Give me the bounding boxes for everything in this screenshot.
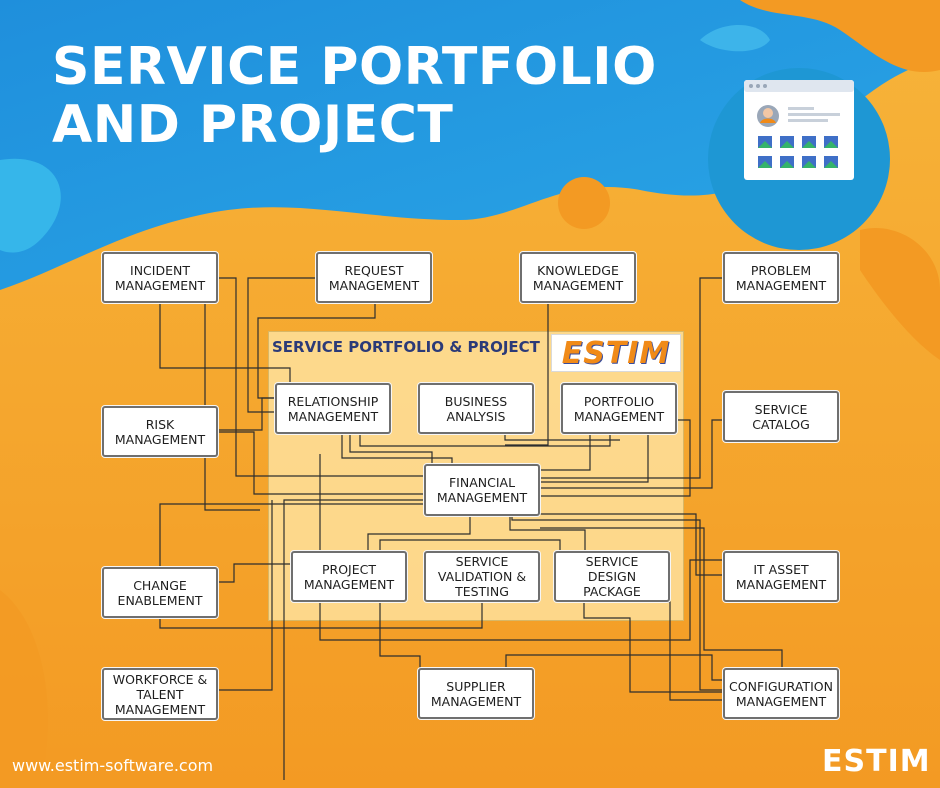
node-service-validation-testing[interactable]: SERVICE VALIDATION & TESTING bbox=[424, 551, 540, 602]
node-service-catalog[interactable]: SERVICE CATALOG bbox=[723, 391, 839, 442]
panel-title: SERVICE PORTFOLIO & PROJECT bbox=[272, 338, 540, 356]
node-it-asset-management[interactable]: IT ASSET MANAGEMENT bbox=[723, 551, 839, 602]
node-risk-management[interactable]: RISK MANAGEMENT bbox=[102, 406, 218, 457]
node-request-management[interactable]: REQUEST MANAGEMENT bbox=[316, 252, 432, 303]
footer-url[interactable]: www.estim-software.com bbox=[12, 756, 214, 775]
title-line-2: AND PROJECT bbox=[52, 95, 454, 155]
panel-logo-text: ESTIM bbox=[561, 335, 671, 371]
web-profile-gallery-icon bbox=[744, 80, 854, 180]
page-title: SERVICE PORTFOLIO AND PROJECT bbox=[52, 38, 657, 154]
node-supplier-management[interactable]: SUPPLIER MANAGEMENT bbox=[418, 668, 534, 719]
node-configuration-management[interactable]: CONFIGURATION MANAGEMENT bbox=[723, 668, 839, 719]
node-incident-management[interactable]: INCIDENT MANAGEMENT bbox=[102, 252, 218, 303]
title-line-1: SERVICE PORTFOLIO bbox=[52, 37, 657, 97]
node-portfolio-management[interactable]: PORTFOLIO MANAGEMENT bbox=[561, 383, 677, 434]
footer-logo: ESTIM bbox=[822, 744, 931, 779]
node-service-design-package[interactable]: SERVICE DESIGN PACKAGE bbox=[554, 551, 670, 602]
node-change-enablement[interactable]: CHANGE ENABLEMENT bbox=[102, 567, 218, 618]
node-problem-management[interactable]: PROBLEM MANAGEMENT bbox=[723, 252, 839, 303]
node-relationship-management[interactable]: RELATIONSHIP MANAGEMENT bbox=[275, 383, 391, 434]
node-knowledge-management[interactable]: KNOWLEDGE MANAGEMENT bbox=[520, 252, 636, 303]
panel-logo: ESTIM bbox=[551, 334, 681, 372]
node-financial-management[interactable]: FINANCIAL MANAGEMENT bbox=[424, 464, 540, 516]
node-project-management[interactable]: PROJECT MANAGEMENT bbox=[291, 551, 407, 602]
node-business-analysis[interactable]: BUSINESS ANALYSIS bbox=[418, 383, 534, 434]
node-workforce-talent-management[interactable]: WORKFORCE & TALENT MANAGEMENT bbox=[102, 668, 218, 720]
